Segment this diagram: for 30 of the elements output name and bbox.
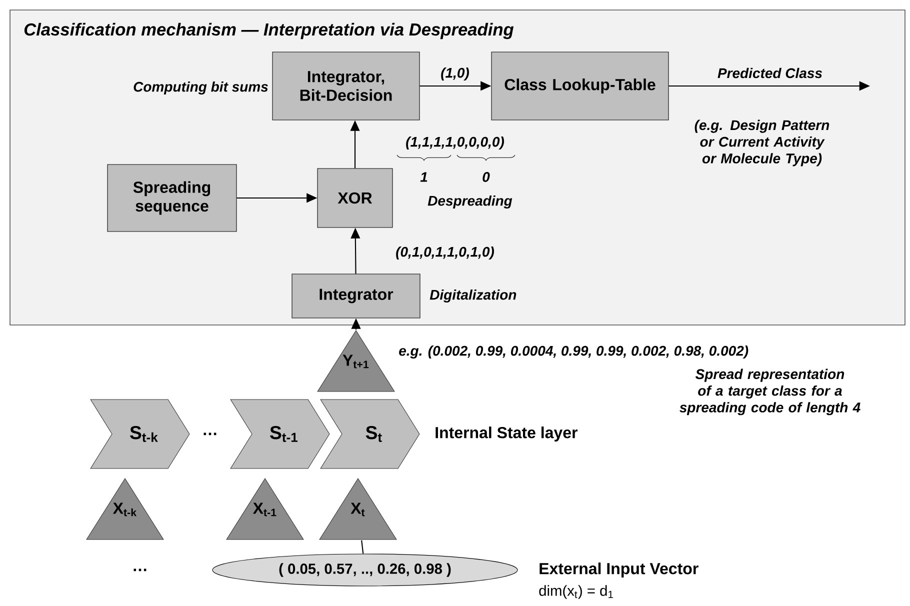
- triangle-node: X$_{t-k}$: [86, 478, 164, 540]
- note-text: …: [204, 432, 216, 436]
- edge-label: Predicted Class: [716, 66, 824, 80]
- side-note: Digitalization: [430, 289, 516, 303]
- note-text: Internal State layer: [436, 426, 578, 442]
- note-text: 0: [482, 172, 490, 182]
- note-text: (e.g. Design Pattern or Current Activity or Molecule Type): [694, 120, 830, 166]
- note-text: dim(x$_{t}$) = d$_{1}$: [539, 585, 613, 599]
- triangle-node: Y$_{t+1}$: [317, 330, 395, 392]
- process-box: Integrator: [292, 274, 420, 318]
- note-text: External Input Vector: [540, 562, 698, 578]
- process-box: XOR: [317, 168, 393, 228]
- process-box: Spreading sequence: [107, 164, 237, 232]
- chevron-node: S$_{t}$: [320, 399, 420, 469]
- note-text: …: [134, 568, 146, 572]
- triangle-node: X$_{t}$: [319, 478, 397, 540]
- process-box: Class Lookup-Table: [491, 52, 669, 120]
- panel-title: Classification mechanism — Interpretation via Despreading: [24, 22, 514, 40]
- note-text: e.g. (0.002, 0.99, 0.0004, 0.99, 0.99, 0.002, 0.98, 0.002): [399, 345, 748, 359]
- chevron-node: S$_{t-1}$: [230, 399, 330, 469]
- note-text: Spread representation of a target class for a spreading code of length 4: [680, 368, 860, 416]
- note-text: 1: [420, 172, 428, 182]
- side-note: Computing bit sums: [134, 81, 268, 95]
- edge-label: (1,0): [439, 66, 471, 82]
- chevron-node: S$_{t-k}$: [90, 399, 190, 469]
- triangle-node: X$_{t-1}$: [226, 478, 304, 540]
- edge-label: (0,1,0,1,1,0,1,0): [394, 245, 496, 261]
- note-text: Despreading: [428, 195, 512, 209]
- process-box: Integrator, Bit-Decision: [272, 52, 420, 120]
- note-text: (1,1,1,1,0,0,0,0): [406, 136, 504, 150]
